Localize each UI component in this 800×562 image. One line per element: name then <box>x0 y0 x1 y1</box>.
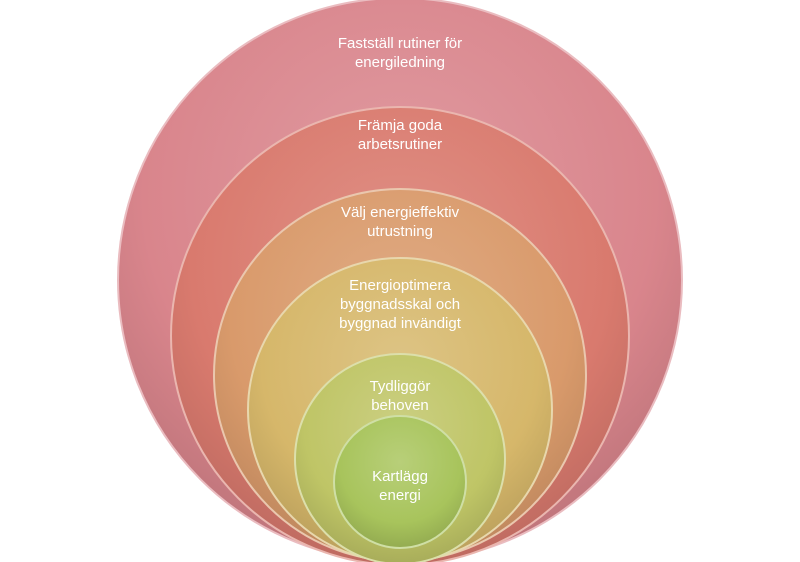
ring-level-6: Kartlägg energi <box>333 415 467 549</box>
ring-label-line: energi <box>379 487 421 504</box>
ring-label-line: Energioptimera <box>349 277 451 294</box>
ring-label-line: behoven <box>371 397 429 414</box>
ring-label-line: byggnad invändigt <box>339 315 462 332</box>
ring-label-line: energiledning <box>355 54 445 71</box>
ring-label-line: Kartlägg <box>372 468 428 485</box>
ring-label-3: Välj energieffektiv utrustning <box>341 204 460 240</box>
ring-label-line: Tydliggör <box>370 378 431 395</box>
ring-label-line: Välj energieffektiv <box>341 204 460 221</box>
ring-label-line: arbetsrutiner <box>358 136 442 153</box>
ring-label-line: utrustning <box>367 223 433 240</box>
ring-label-1: Fastställ rutiner för energiledning <box>338 35 462 71</box>
ring-label-6: Kartlägg energi <box>372 468 428 504</box>
ring-circle-6 <box>333 415 467 549</box>
ring-label-5: Tydliggör behoven <box>370 378 431 414</box>
ring-label-4: Energioptimera byggnadsskal och byggnad in… <box>339 277 462 332</box>
ring-label-2: Främja goda arbetsrutiner <box>358 117 443 153</box>
ring-label-line: Fastställ rutiner för <box>338 35 462 52</box>
ring-label-line: Främja goda <box>358 117 443 134</box>
ring-label-line: byggnadsskal och <box>340 296 460 313</box>
